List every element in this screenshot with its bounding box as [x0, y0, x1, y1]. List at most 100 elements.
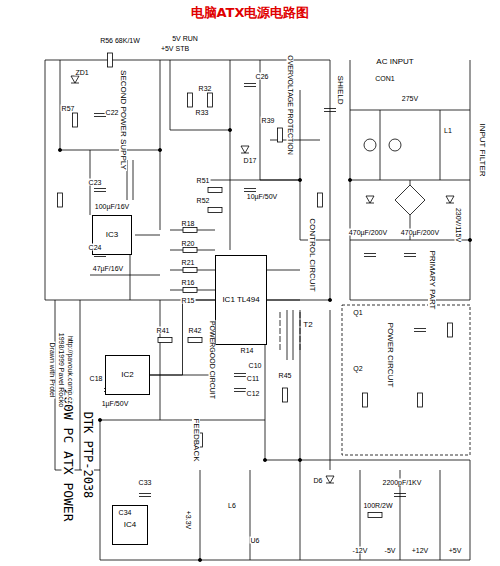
capacitor-symbol	[244, 84, 256, 87]
diagram-title: 电脑ATX电源电路图	[0, 4, 500, 22]
part-label: 275V	[401, 95, 419, 102]
part-label: POWERGOOD CIRCUIT	[209, 320, 216, 400]
ic-label: IC4	[124, 521, 136, 530]
junction-dot	[298, 458, 301, 461]
resistor-symbol	[188, 338, 202, 343]
part-label: 100µF/16V	[94, 203, 130, 210]
part-label: L6	[227, 502, 237, 509]
wire	[350, 60, 470, 300]
part-label: SECOND POWER SUPPLY	[119, 69, 127, 171]
part-label: R42	[188, 327, 203, 334]
diode-symbol	[241, 146, 249, 153]
part-label: C24	[88, 244, 103, 251]
part-label: C33	[138, 479, 153, 486]
wire	[60, 60, 160, 300]
capacitor-symbol	[394, 494, 406, 497]
part-label: T2	[302, 321, 313, 329]
resistor-symbol	[183, 248, 197, 253]
part-label: +5V STB	[160, 45, 190, 52]
capacitor-symbol	[234, 374, 246, 377]
resistor-symbol	[108, 53, 113, 67]
main-transformer	[280, 310, 300, 360]
diode-symbol	[71, 76, 79, 83]
part-label: R14	[240, 347, 255, 354]
resistor-symbol	[158, 338, 172, 343]
part-label: R21	[181, 259, 196, 266]
filter-choke	[389, 139, 401, 151]
junction-dot	[263, 458, 266, 461]
junction-dot	[328, 298, 331, 301]
ic-label: IC3	[106, 231, 118, 240]
part-label: C10	[248, 362, 263, 369]
ic-label: IC1 TL494	[222, 296, 259, 305]
capacitor-symbol	[139, 494, 151, 497]
standby-transformer	[127, 160, 133, 200]
junction-dot	[198, 558, 201, 561]
junction-dot	[98, 418, 101, 421]
part-label: C12	[246, 390, 261, 397]
part-label: +12V	[411, 547, 430, 554]
part-label: CON1	[374, 75, 395, 82]
part-label: 100R/2W	[362, 502, 393, 509]
part-label: R32	[198, 85, 213, 92]
part-label: Q1	[352, 309, 363, 316]
part-label: 5V RUN	[171, 35, 199, 42]
part-label: R20	[181, 240, 196, 247]
ic-box: IC1 TL494	[215, 255, 267, 345]
part-label: 230V/115V	[455, 207, 462, 243]
part-label: SHIELD	[336, 75, 344, 106]
wire	[100, 310, 470, 560]
junction-dot	[348, 178, 351, 181]
resistor-symbol	[183, 228, 197, 233]
resistor-symbol	[448, 323, 453, 337]
part-label: R16	[181, 279, 196, 286]
part-label: INPUT FILTER	[478, 122, 486, 177]
resistor-symbol	[188, 93, 193, 107]
part-label: +3.3V	[185, 510, 192, 531]
resistor-symbol	[208, 188, 222, 193]
part-label: ZD1	[74, 69, 89, 76]
junction-dot	[468, 238, 471, 241]
part-label: R33	[195, 109, 210, 116]
part-label: C26	[255, 73, 270, 80]
part-label: 47µF/16V	[92, 265, 125, 272]
part-label: CONTROL CIRCUIT	[308, 217, 316, 292]
wires	[45, 60, 470, 560]
part-label: R52	[196, 197, 211, 204]
resistor-symbol	[418, 393, 423, 407]
part-label: R57	[61, 105, 76, 112]
part-label: AC INPUT	[375, 58, 414, 66]
part-label: Drawn with Protel	[49, 342, 56, 399]
part-label: 1998/1999 Pavel Rocko	[58, 332, 65, 408]
capacitor-symbol	[404, 254, 416, 257]
ic-label: IC2	[121, 371, 133, 380]
part-label: D6	[313, 477, 324, 484]
part-label: OVERVOLTAGE PROTECTION	[287, 54, 294, 156]
part-label: R51	[196, 177, 211, 184]
junction-dot	[158, 148, 161, 151]
part-label: R15	[181, 297, 196, 304]
part-label: C23	[88, 179, 103, 186]
part-label: U6	[250, 537, 261, 544]
resistor-symbol	[283, 388, 288, 402]
part-label: FEEDBACK	[192, 417, 200, 462]
power-stage-outline	[342, 305, 470, 455]
part-label: 470µF/200V	[400, 229, 440, 236]
part-label: R39	[261, 117, 276, 124]
part-label: PRIMARY PART	[428, 250, 436, 311]
part-label: R45	[278, 372, 293, 379]
ic-box: IC2	[105, 355, 150, 395]
resistor-symbol	[208, 93, 213, 107]
resistor-symbol	[183, 288, 197, 293]
part-label: DTK PTP-2038	[82, 411, 94, 500]
component-symbols	[58, 53, 472, 562]
part-label: POWER CIRCUIT	[386, 322, 394, 389]
capacitor-symbol	[364, 254, 376, 257]
junction-dot	[228, 128, 231, 131]
part-label: C11	[246, 375, 260, 382]
part-label: L1	[443, 127, 453, 134]
part-label: C34	[118, 509, 133, 516]
part-label: 470µF/200V	[348, 229, 388, 236]
junction-dot	[58, 148, 61, 151]
